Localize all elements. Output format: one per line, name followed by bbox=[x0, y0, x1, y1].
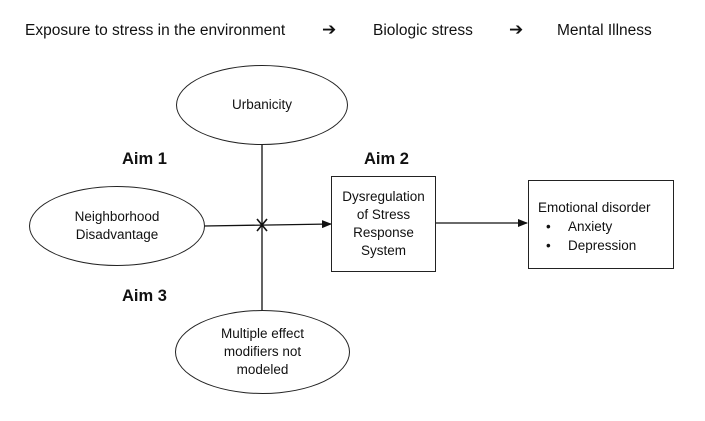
list-item: • Depression bbox=[538, 236, 673, 255]
dysregulation-label-line4: System bbox=[360, 243, 406, 258]
dysregulation-node: Dysregulation of Stress Response System bbox=[331, 176, 436, 272]
list-item: • Anxiety bbox=[538, 217, 673, 236]
neighborhood-label-line2: Disadvantage bbox=[75, 227, 159, 242]
intersection-mark bbox=[256, 218, 268, 232]
aim-3-label: Aim 3 bbox=[122, 287, 167, 305]
dysregulation-label-line3: Response bbox=[353, 225, 414, 240]
neighborhood-label-line1: Neighborhood bbox=[74, 209, 160, 224]
effect-modifiers-node: Multiple effect modifiers not modeled bbox=[175, 310, 350, 394]
neighborhood-disadvantage-node: Neighborhood Disadvantage bbox=[29, 186, 205, 266]
aim-2-label: Aim 2 bbox=[364, 150, 409, 168]
header-step-exposure: Exposure to stress in the environment bbox=[25, 22, 286, 39]
modifiers-label-line1: Multiple effect bbox=[220, 326, 305, 341]
aim-1-label: Aim 1 bbox=[122, 150, 167, 168]
arrow-right-icon: ➔ bbox=[322, 20, 337, 39]
dysregulation-label-line2: of Stress bbox=[356, 207, 411, 222]
modifiers-label-line3: modeled bbox=[236, 362, 289, 377]
header-step-biologic: Biologic stress bbox=[373, 22, 473, 39]
bullet-icon: • bbox=[546, 219, 551, 234]
arrow-right-icon: ➔ bbox=[509, 20, 524, 39]
urbanicity-node: Urbanicity bbox=[176, 65, 348, 145]
emotional-disorder-title: Emotional disorder bbox=[538, 200, 651, 215]
emotional-disorder-list: • Anxiety • Depression bbox=[538, 217, 673, 255]
bullet-icon: • bbox=[546, 238, 551, 253]
list-item-label: Depression bbox=[568, 238, 637, 253]
list-item-label: Anxiety bbox=[568, 219, 613, 234]
emotional-disorder-node: Emotional disorder • Anxiety • Depression bbox=[528, 180, 674, 269]
arrow-neighborhood-to-dysregulation bbox=[203, 220, 332, 229]
header-step-mental-illness: Mental Illness bbox=[557, 22, 652, 39]
urbanicity-label: Urbanicity bbox=[231, 97, 293, 112]
modifiers-label-line2: modifiers not bbox=[223, 344, 302, 359]
dysregulation-label-line1: Dysregulation bbox=[342, 189, 425, 204]
